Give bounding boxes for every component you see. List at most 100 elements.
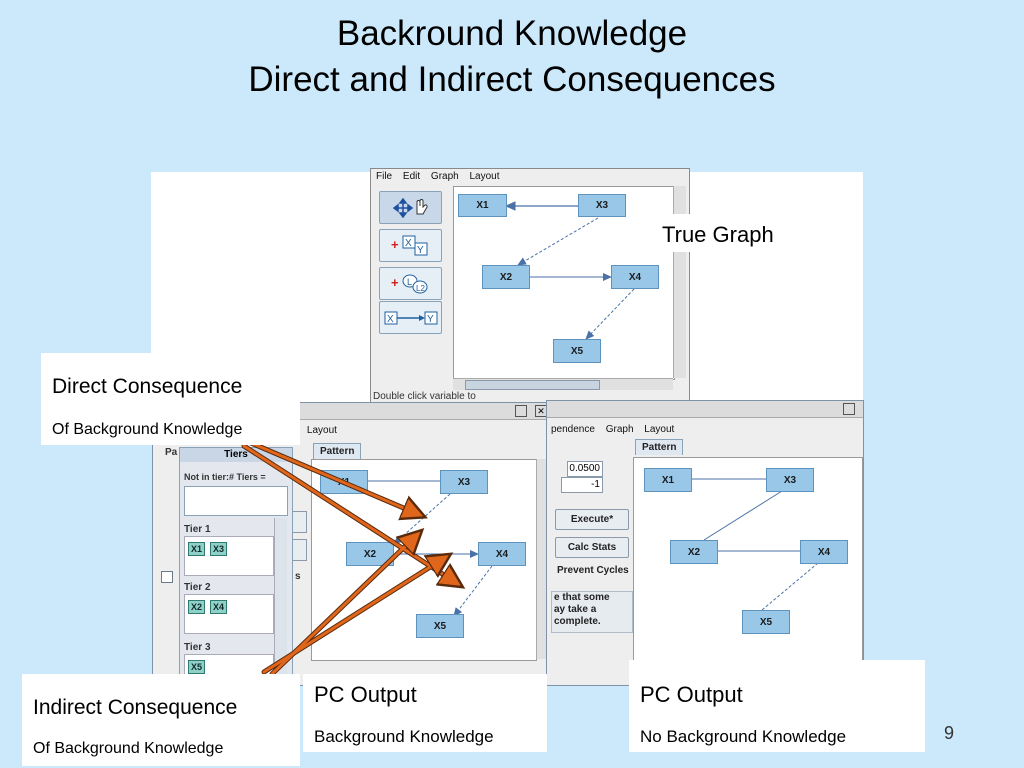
menu-layout[interactable]: Layout [469,171,500,182]
svg-text:+: + [391,275,399,290]
indirect-consequence-callout: Indirect Consequence Of Background Knowl… [22,674,300,766]
tier-2-label: Tier 2 [184,582,211,593]
status-text: Double click variable to [373,391,476,402]
prevent-cycles-label[interactable]: Prevent Cycles [557,565,629,576]
node-x4[interactable]: X4 [611,265,659,289]
stub-label: s [295,571,301,582]
node-x5[interactable]: X5 [416,614,464,638]
note-line-2: ay take a [554,604,597,615]
pa-label: Pa [165,447,178,458]
svg-text:X: X [387,314,394,325]
edge-x3-x2 [703,490,783,541]
pc-titlebar [547,401,863,418]
node-x4[interactable]: X4 [800,540,848,564]
pc-bk-window: ✕ ph Layout Pa s Tiers Not in tier:# Tie… [152,402,554,686]
tab-pattern[interactable]: Pattern [635,439,684,455]
pc-nobk-window: pendence Graph Layout 0.0500 -1 Execute*… [546,400,864,686]
edge-x4-x5 [453,565,493,617]
pc-nobk-title: PC Output [640,682,743,707]
node-x2[interactable]: X2 [670,540,718,564]
menu-edit[interactable]: Edit [402,171,421,182]
slide-title-line1: Backround Knowledge [336,14,688,53]
tiers-panel: Tiers Not in tier:# Tiers = Tier 1 X1 X3… [179,447,293,685]
maximize-icon[interactable] [515,405,527,417]
tiers-scrollbar[interactable] [274,518,287,685]
not-in-tier-box[interactable] [184,486,288,516]
node-x4[interactable]: X4 [478,542,526,566]
direct-consequence-callout: Direct Consequence Of Background Knowled… [41,353,300,445]
menu-layout[interactable]: Layout [644,424,675,435]
svg-text:X: X [405,238,412,249]
edge-x4-x5 [585,288,635,340]
node-x5[interactable]: X5 [553,339,601,363]
slide-title-line2: Direct and Indirect Consequences [248,60,776,99]
tab-pattern[interactable]: Pattern [313,443,362,459]
add-variable-button[interactable]: + X Y [379,229,442,262]
true-graph-edges [504,201,635,340]
edge-x4-x5 [761,562,819,611]
node-x3[interactable]: X3 [578,194,626,217]
node-x5[interactable]: X5 [742,610,790,634]
add-latent-icon: + L L2 [391,274,427,293]
tier-1-var-x1[interactable]: X1 [188,542,206,556]
arrow-direct-2 [242,444,458,584]
true-graph-callout: True Graph [652,214,814,252]
pc-bk-callout: PC Output Background Knowledge [303,674,547,752]
tier-2-var-x4[interactable]: X4 [210,600,228,614]
node-x1[interactable]: X1 [458,194,507,217]
node-x3[interactable]: X3 [766,468,814,492]
node-x1[interactable]: X1 [644,468,692,492]
tier-3-var-x5[interactable]: X5 [188,660,206,674]
not-in-tier-label: Not in tier:# Tiers = [184,472,266,482]
pc-graph-edges [690,478,819,611]
menu-graph[interactable]: Graph [430,171,459,182]
menu-graph[interactable]: Graph [605,424,634,435]
move-tool-button[interactable] [379,191,442,224]
indirect-title: Indirect Consequence [33,696,238,719]
alpha-field[interactable]: 0.0500 [567,461,603,477]
menu-layout[interactable]: Layout [306,425,337,436]
tier-3-label: Tier 3 [184,642,211,653]
bk-vscroll[interactable] [536,459,549,659]
true-graph-label: True Graph [662,222,774,247]
add-edge-icon: X Y [384,311,437,325]
calc-stats-button[interactable]: Calc Stats [555,537,629,558]
svg-text:Y: Y [427,314,434,325]
true-graph-canvas[interactable]: X1 X3 X2 X4 X5 [453,186,675,380]
svg-text:Y: Y [417,245,424,256]
pc-bk-title: PC Output [314,682,417,707]
true-graph-window: File Edit Graph Layout + X Y + L [370,168,690,404]
pc-nobk-subtitle: No Background Knowledge [640,727,847,746]
arrow-indirect-2 [270,534,418,676]
add-edge-button[interactable]: X Y [379,301,442,334]
indirect-subtitle: Of Background Knowledge [33,740,224,757]
pc-graph-canvas[interactable]: X1 X3 X2 X4 X5 [633,457,863,665]
node-x2[interactable]: X2 [482,265,530,289]
true-graph-hscroll[interactable] [453,378,673,390]
pc-bk-subtitle: Background Knowledge [314,727,494,746]
menu-independence[interactable]: pendence [551,424,595,435]
execute-button[interactable]: Execute* [555,509,629,530]
move-arrows-icon [392,197,428,218]
note-line-1: e that some [554,592,610,603]
menu-file[interactable]: File [376,171,393,182]
edge-x3-x2 [517,217,599,266]
note-panel: e that some ay take a complete. [551,591,633,633]
pc-menubar: pendence Graph Layout [551,422,683,437]
depth-field[interactable]: -1 [561,477,603,493]
node-x3[interactable]: X3 [440,470,488,494]
maximize-icon[interactable] [843,403,855,415]
svg-text:+: + [391,237,399,252]
hscroll-thumb[interactable] [465,380,600,390]
note-line-3: complete. [554,616,601,627]
checkbox[interactable] [161,571,173,583]
svg-text:L: L [407,277,412,287]
add-latent-button[interactable]: + L L2 [379,267,442,300]
tier-1-var-x3[interactable]: X3 [210,542,228,556]
direct-subtitle: Of Background Knowledge [52,421,243,438]
tier-2-var-x2[interactable]: X2 [188,600,206,614]
pc-nobk-callout: PC Output No Background Knowledge [629,660,925,752]
slide-number: 9 [944,723,955,743]
arrow-direct-1 [242,438,420,515]
